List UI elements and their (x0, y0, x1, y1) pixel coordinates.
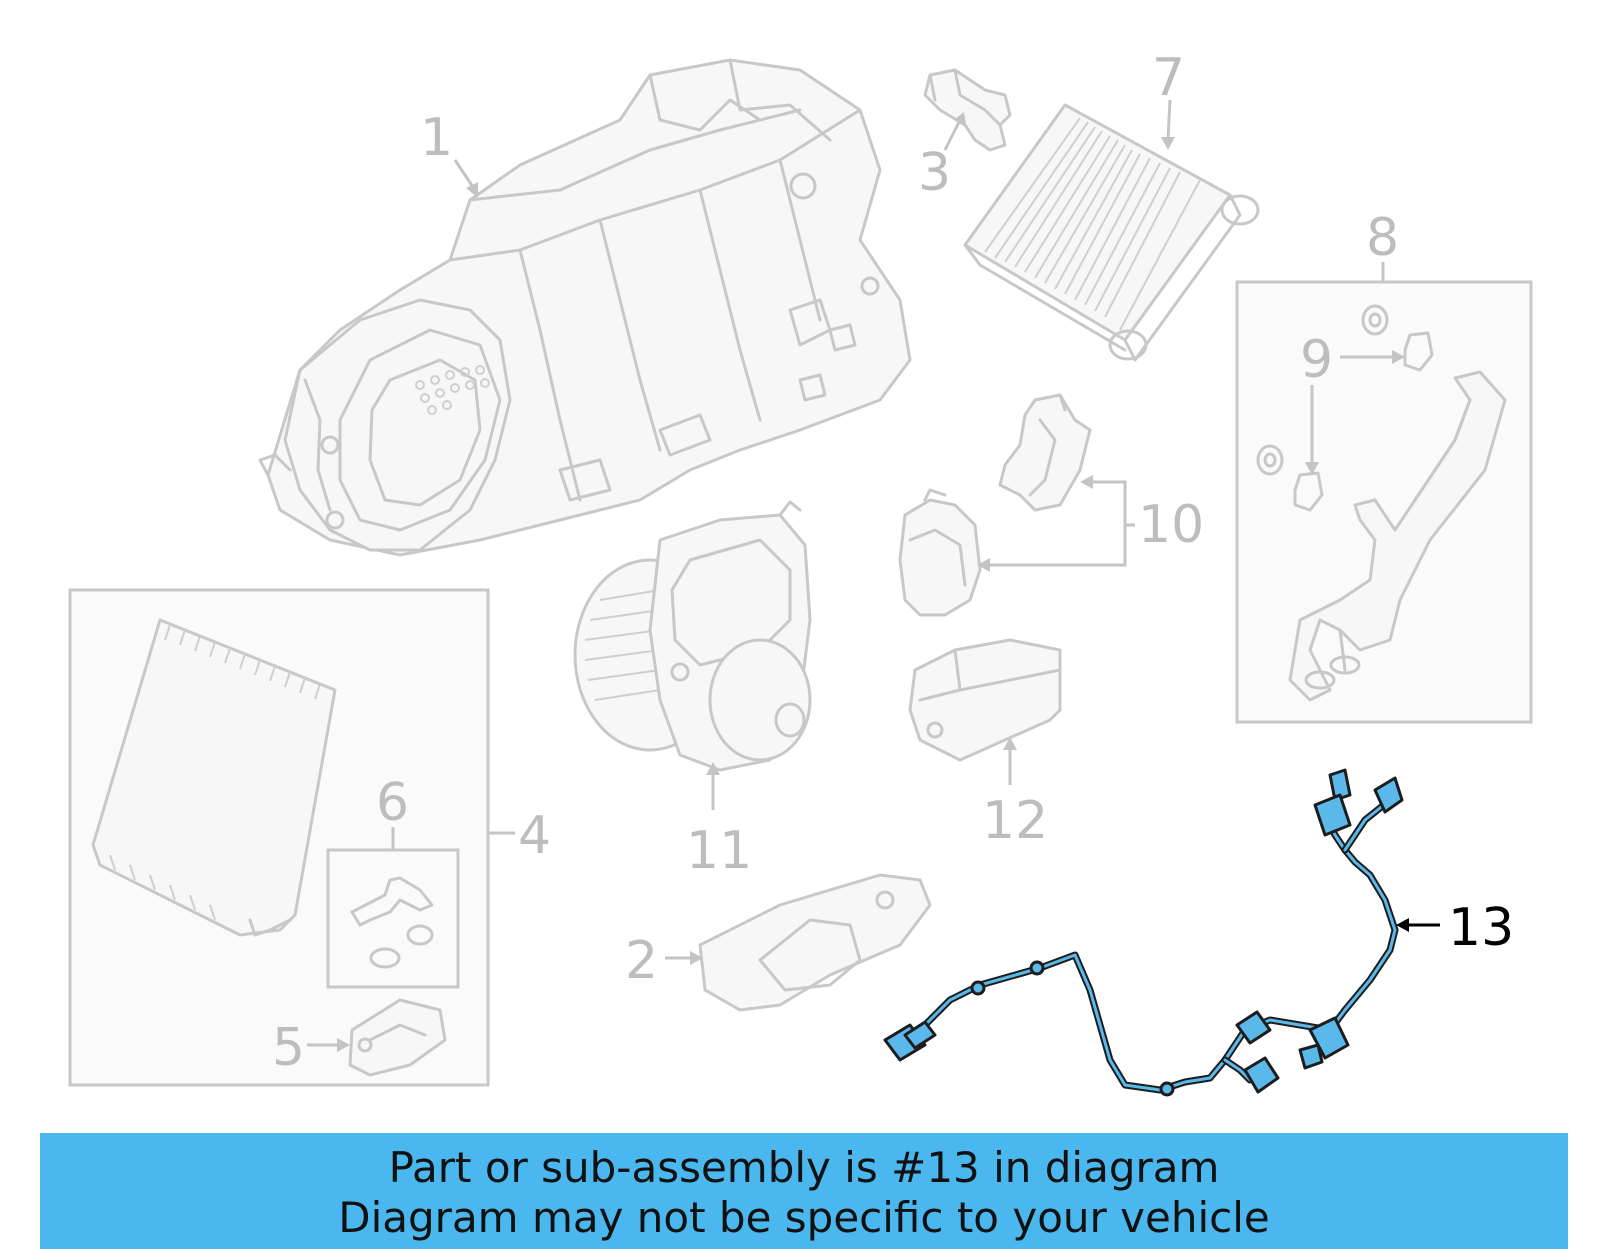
callout-12: 12 (982, 737, 1048, 851)
svg-text:3: 3 (918, 143, 951, 203)
callout-5: 5 (272, 1018, 350, 1078)
callout-11: 11 (686, 762, 752, 881)
svg-text:8: 8 (1366, 208, 1399, 268)
info-banner: Part or sub-assembly is #13 in diagram D… (40, 1133, 1568, 1249)
part-2-bracket (698, 873, 932, 1012)
svg-text:12: 12 (982, 791, 1048, 851)
part-4-box (68, 588, 490, 1087)
svg-text:11: 11 (686, 821, 752, 881)
svg-text:5: 5 (272, 1018, 305, 1078)
part-12-module (908, 638, 1062, 762)
callout-6: 6 (376, 773, 409, 850)
callout-3: 3 (918, 112, 966, 203)
callout-4: 4 (488, 806, 551, 866)
banner-line-1: Part or sub-assembly is #13 in diagram (388, 1143, 1220, 1192)
callout-9: 9 (1300, 330, 1405, 475)
banner-line-2: Diagram may not be specific to your vehi… (338, 1193, 1270, 1242)
part-7-heater-core (963, 103, 1260, 362)
callout-10: 10 (977, 475, 1204, 572)
callout-1: 1 (420, 108, 478, 198)
part-1-hvac-housing (258, 58, 912, 557)
part-13-wiring-harness (883, 768, 1404, 1097)
svg-text:7: 7 (1152, 48, 1185, 108)
svg-text:4: 4 (518, 806, 551, 866)
svg-text:2: 2 (625, 931, 658, 991)
svg-text:10: 10 (1138, 495, 1204, 555)
svg-text:9: 9 (1300, 330, 1333, 390)
part-3-sensor (923, 68, 1012, 152)
callout-8: 8 (1366, 208, 1399, 282)
part-8-box (1235, 280, 1533, 724)
callout-13: 13 (1396, 898, 1514, 958)
callout-2: 2 (625, 931, 703, 991)
svg-text:1: 1 (420, 108, 453, 168)
svg-text:6: 6 (376, 773, 409, 833)
callout-7: 7 (1152, 48, 1185, 150)
part-11-blower-motor (573, 500, 812, 772)
svg-text:13: 13 (1448, 898, 1514, 958)
part-10-actuators (898, 393, 1092, 617)
